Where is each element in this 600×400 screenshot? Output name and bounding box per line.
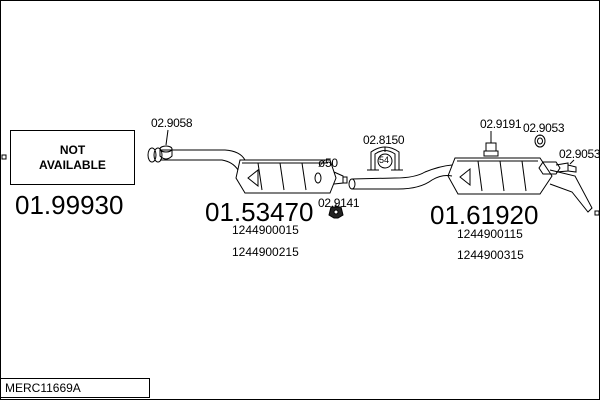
diagram-title: MERC11669A xyxy=(0,378,150,398)
clamp-54-icon xyxy=(367,146,403,171)
part-code: 01.61920 xyxy=(430,200,539,230)
fitting-ref: 02.9053 xyxy=(523,121,565,135)
fitting-ref: 02.8150 xyxy=(363,133,405,147)
part-code: 01.53470 xyxy=(205,197,314,227)
oe-number: 1244900115 xyxy=(457,227,523,241)
fitting-ref: 02.9141 xyxy=(318,196,360,210)
part-code: 01.99930 xyxy=(15,190,124,220)
ring-9053-icon xyxy=(534,134,546,148)
front-muffler-pipe xyxy=(147,147,348,194)
oe-number: 1244900215 xyxy=(232,245,299,259)
right-marker-icon xyxy=(594,210,600,216)
rubber-hanger-icon xyxy=(483,142,499,157)
not-available-line2: AVAILABLE xyxy=(39,157,106,172)
ring-icon xyxy=(314,172,322,184)
rear-mount-icon xyxy=(538,161,577,175)
oe-number: 1244900015 xyxy=(232,223,299,237)
fitting-ref: 02.9053 xyxy=(559,147,600,161)
fitting-ref: 02.9191 xyxy=(480,117,522,131)
fitting-ref: 02.9058 xyxy=(151,116,193,130)
not-available-box: NOT AVAILABLE xyxy=(10,130,135,185)
left-marker-icon xyxy=(1,154,7,160)
diameter-label: ø50 xyxy=(318,156,338,170)
clamp-size-label: 54 xyxy=(379,155,390,165)
rear-muffler-pipe xyxy=(348,157,593,213)
oe-number: 1244900315 xyxy=(457,248,524,262)
not-available-line1: NOT xyxy=(59,142,86,157)
clamp-icon xyxy=(159,145,173,160)
leader-lines xyxy=(165,129,575,207)
rubber-mount-icon xyxy=(328,206,344,219)
